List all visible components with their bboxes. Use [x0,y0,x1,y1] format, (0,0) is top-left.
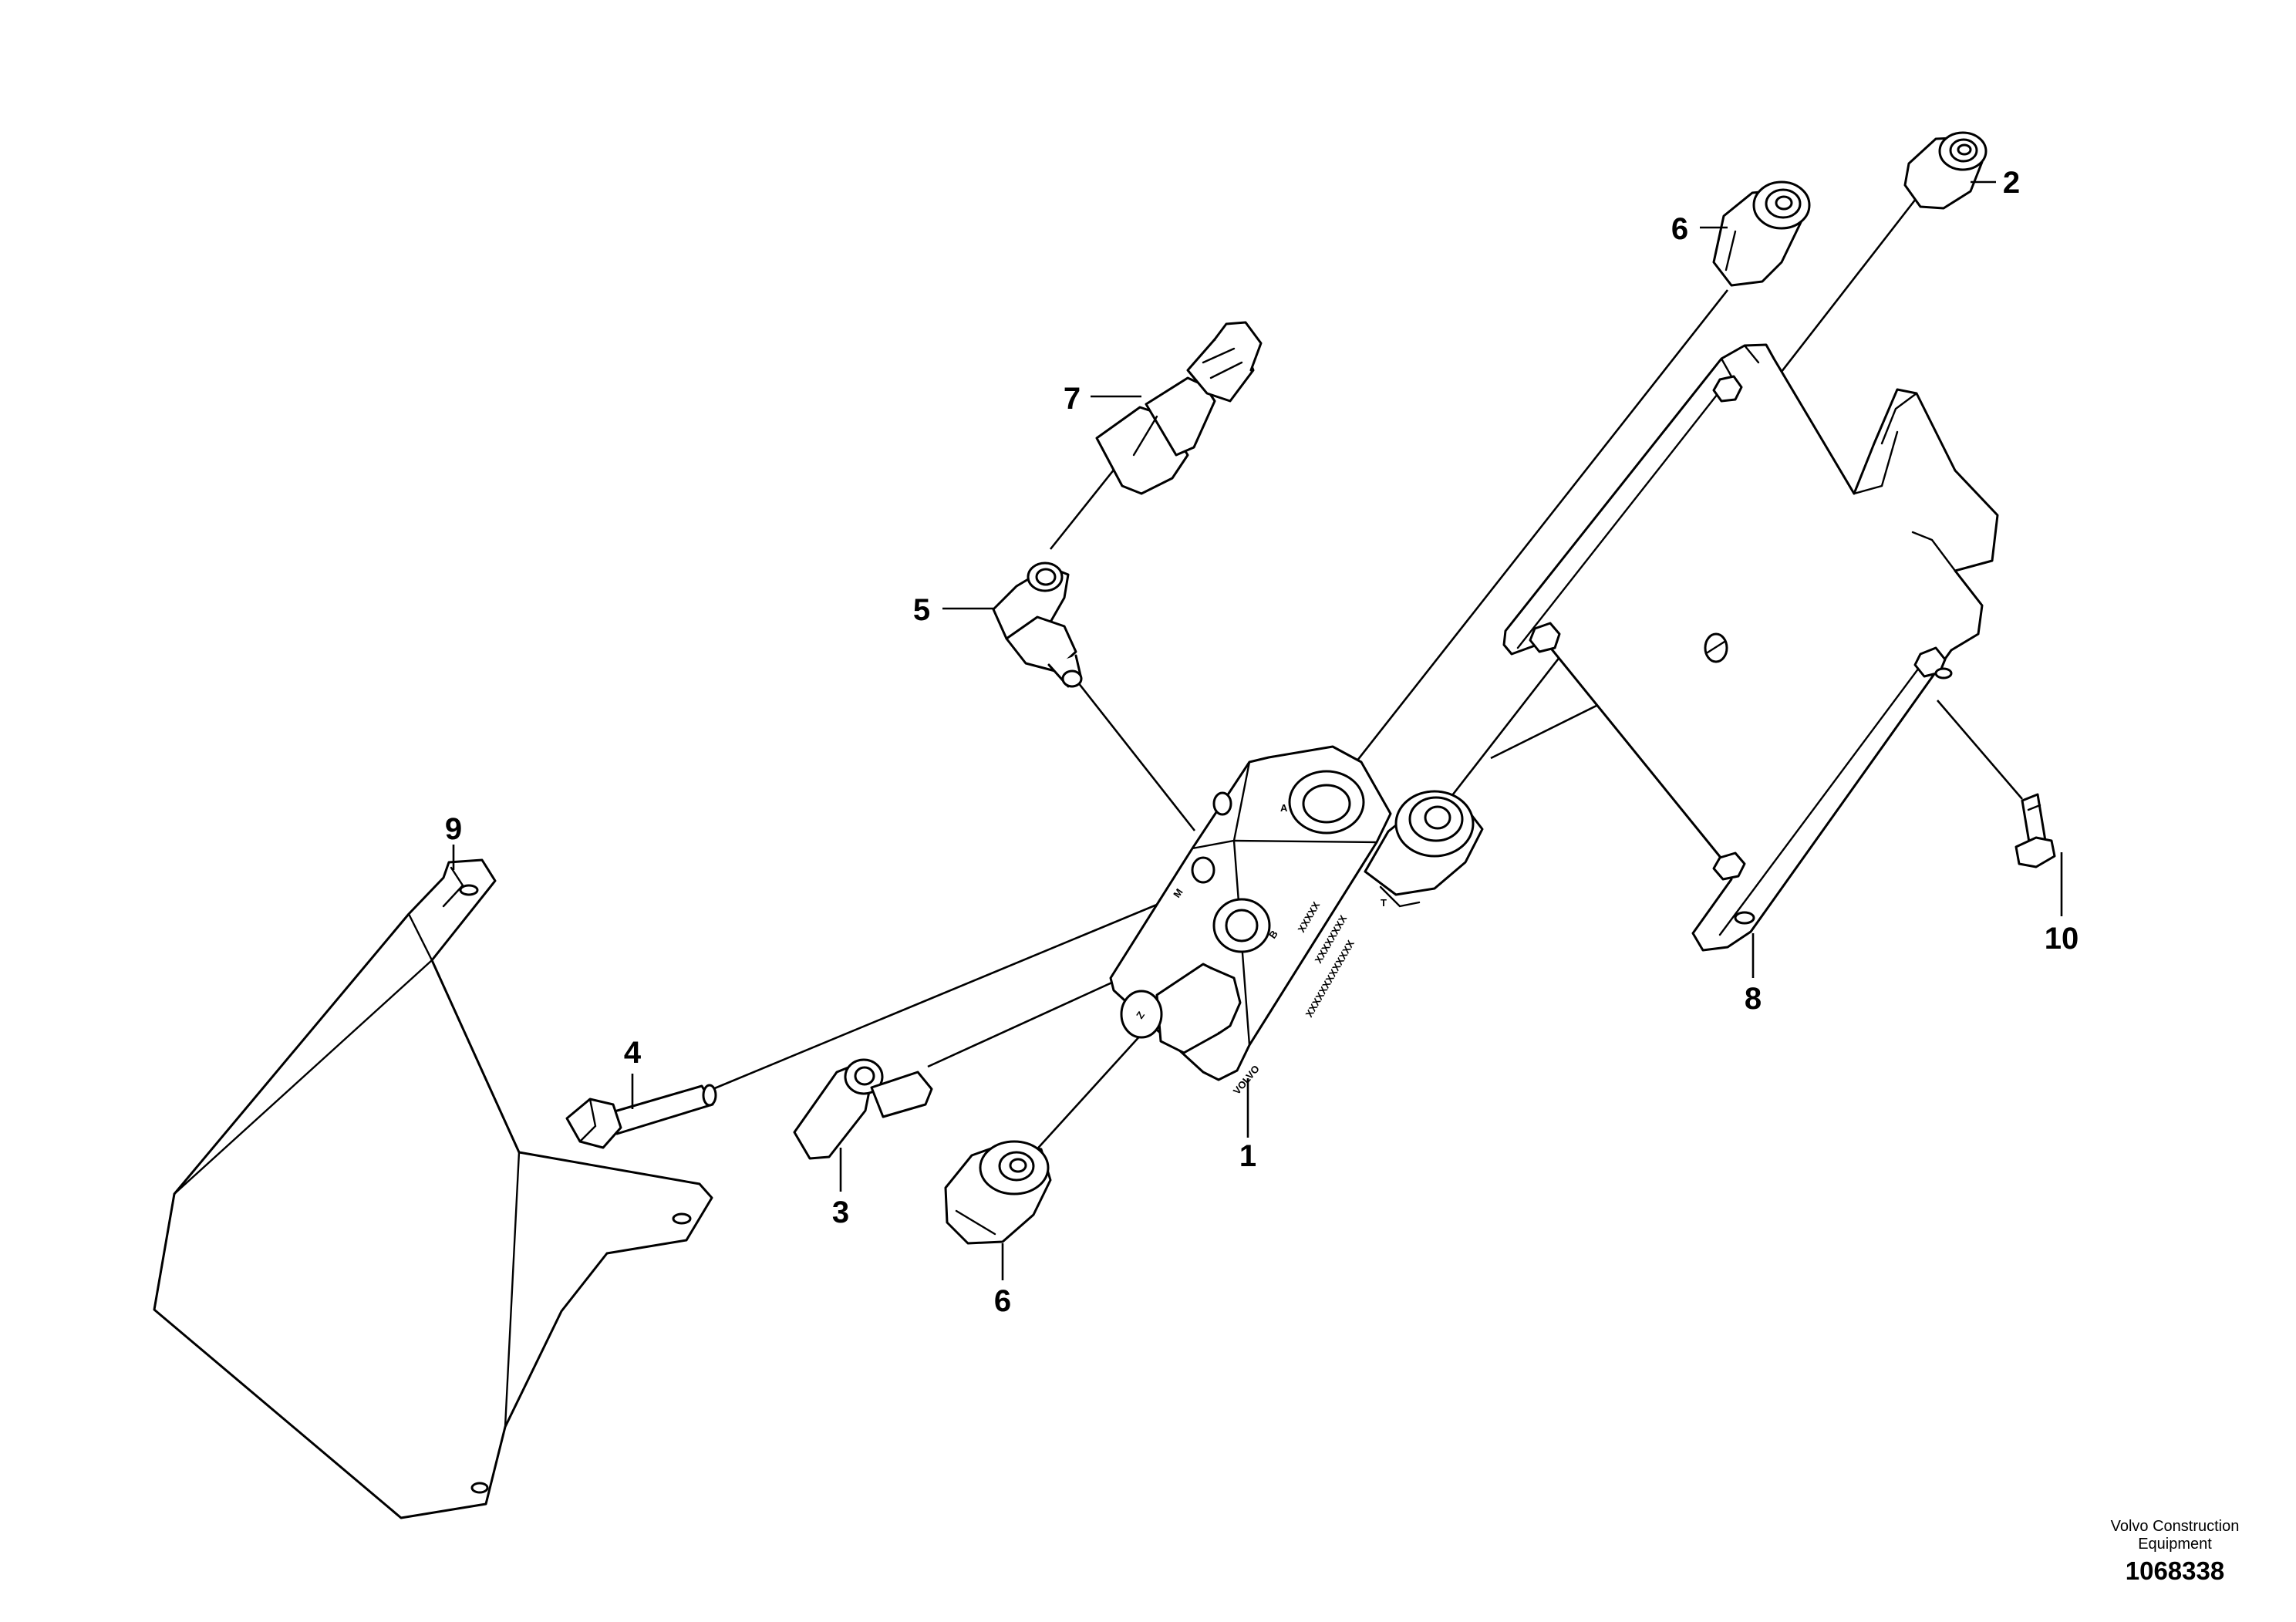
port-t-label: T [1381,897,1387,909]
callout-9: 9 [445,812,462,846]
part-4-bolt [565,1084,717,1149]
callout-5: 5 [913,593,930,627]
footer-block: Volvo Construction Equipment 1068338 [2111,1518,2240,1585]
part-10-bolt [2014,793,2056,868]
callout-6-upper: 6 [1671,212,1688,246]
callout-labels: 1 2 3 4 5 6 6 7 8 9 10 [445,166,2079,1318]
callout-2: 2 [2003,166,2020,200]
callout-6-lower: 6 [994,1284,1011,1318]
leader-7 [1049,460,1122,550]
part-5-elbow-fitting [992,561,1083,688]
part-9-cover [153,858,713,1519]
callout-1: 1 [1239,1139,1256,1173]
callout-3: 3 [832,1195,849,1229]
part-2-union [1903,131,1988,210]
callout-10: 10 [2045,922,2079,956]
document-number: 1068338 [2126,1556,2224,1585]
leader-5 [1074,678,1196,831]
callout-8: 8 [1745,982,1762,1016]
part-8-bracket [1502,343,1999,952]
brand-line-1: Volvo Construction [2111,1518,2240,1535]
part-6-lower-union [944,1140,1052,1245]
callout-4: 4 [624,1036,642,1070]
callout-7: 7 [1064,382,1081,416]
leader-6-upper [1327,289,1729,798]
port-a-label: A [1280,802,1288,814]
part-3-adapter [793,1058,933,1160]
part-1-valve-block: A T M B Z XXXXX XXXXXXXX XXXXXXXXXXXXX V… [1109,745,1484,1097]
brand-line-2: Equipment [2138,1536,2212,1553]
part-6-upper-union [1712,180,1811,287]
callout-ticks [452,180,2063,1280]
leader-10 [1937,700,2023,800]
leader-6-lower [1017,1025,1150,1171]
part-7-pressure-sensor [1095,321,1263,495]
leader-4 [706,884,1204,1093]
